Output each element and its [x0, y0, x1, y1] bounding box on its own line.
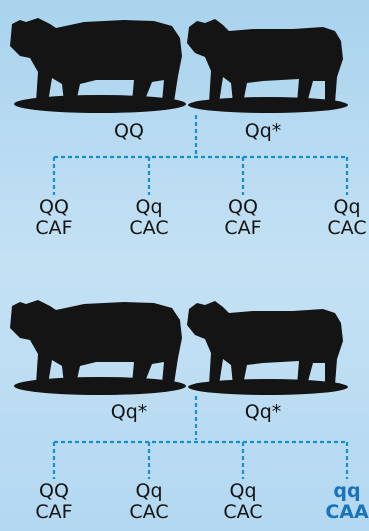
bull-silhouette-icon	[10, 18, 186, 113]
offspring-label: QQ CAF	[224, 197, 261, 239]
offspring-label: QQ CAF	[35, 481, 72, 523]
offspring-genotype: Qq	[229, 480, 257, 502]
offspring-genotype: Qq	[135, 480, 163, 502]
offspring-status: CAF	[224, 217, 262, 239]
offspring-status: CAC	[223, 501, 263, 523]
offspring-genotype: QQ	[39, 480, 69, 502]
bull-silhouette-icon	[10, 300, 186, 395]
parent-genotype-label: Qq*	[244, 401, 282, 423]
offspring-status: CAA	[325, 501, 369, 523]
offspring-status: CAC	[129, 501, 169, 523]
offspring-genotype: qq	[333, 480, 361, 502]
offspring-status: CAF	[35, 501, 73, 523]
offspring-genotype: Qq	[333, 196, 361, 218]
cow-silhouette-icon	[187, 19, 348, 113]
offspring-genotype: QQ	[39, 196, 69, 218]
offspring-label: QQ CAF	[35, 197, 72, 239]
offspring-genotype: QQ	[228, 196, 258, 218]
cow-silhouette-icon	[187, 301, 348, 395]
offspring-status: CAC	[129, 217, 169, 239]
offspring-label: Qq CAC	[223, 481, 262, 523]
offspring-status: CAF	[35, 217, 73, 239]
offspring-label: Qq CAC	[129, 197, 168, 239]
offspring-label: qq CAA	[325, 481, 368, 523]
offspring-label: Qq CAC	[327, 197, 366, 239]
parent-genotype-label: QQ	[114, 120, 144, 142]
offspring-genotype: Qq	[135, 196, 163, 218]
parent-genotype-label: Qq*	[244, 120, 282, 142]
offspring-label: Qq CAC	[129, 481, 168, 523]
offspring-status: CAC	[327, 217, 367, 239]
parent-genotype-label: Qq*	[110, 401, 148, 423]
